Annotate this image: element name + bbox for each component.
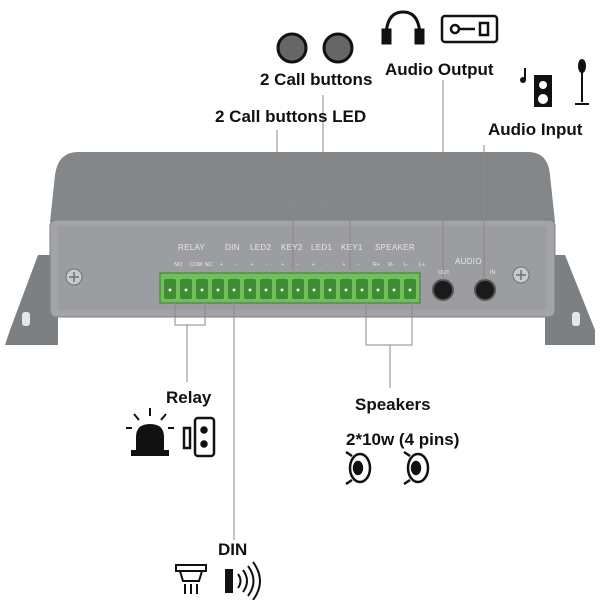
pin-label: -	[235, 262, 238, 268]
jack-label-out: OUT	[438, 270, 450, 276]
terminal-block	[159, 272, 421, 304]
leader-lines	[174, 80, 485, 540]
pin-label: L+	[418, 262, 426, 268]
pin-label: +	[311, 262, 315, 268]
left-mounting-flange	[5, 255, 58, 345]
microphone-icon	[575, 59, 589, 105]
pin-label: -	[265, 262, 268, 268]
pin-label: -	[327, 262, 329, 268]
speaker-icon	[403, 450, 430, 486]
call-button-icon	[322, 32, 354, 64]
panel-label-key2: KEY2	[281, 243, 303, 252]
door-contact-icon	[182, 416, 216, 458]
pin-label: +	[250, 262, 254, 268]
motion-sensor-icon	[225, 561, 261, 600]
audio-in-jack	[474, 279, 496, 301]
pin-label: L-	[403, 262, 409, 268]
pin-label: COM	[189, 262, 203, 268]
panel-label-led1: LED1	[311, 243, 333, 252]
panel-label-led2: LED2	[250, 243, 272, 252]
smoke-detector-icon	[175, 564, 207, 594]
panel-label-relay: RELAY	[178, 243, 206, 252]
pin-label: R+	[372, 262, 381, 268]
speakers-label: Speakers	[355, 395, 431, 414]
relay-label: Relay	[166, 388, 212, 407]
pin-label: +	[281, 262, 285, 268]
speaker-box-icon	[520, 68, 552, 107]
device-top	[50, 152, 555, 222]
call-buttons-led-label: 2 Call buttons LED	[215, 107, 367, 126]
pin-label: +	[342, 262, 346, 268]
panel-label-din: DIN	[225, 243, 240, 252]
pin-label: NO	[174, 262, 183, 268]
pin-label: -	[357, 262, 360, 268]
call-button-icon	[276, 32, 308, 64]
headphones-icon	[381, 10, 425, 45]
speaker-icon	[345, 450, 372, 486]
jack-label-in: IN	[490, 270, 496, 276]
panel-label-speaker: SPEAKER	[375, 243, 415, 252]
speaker-spec-label: 2*10w (4 pins)	[346, 430, 460, 449]
alarm-light-icon	[126, 408, 174, 456]
panel-label-key1: KEY1	[341, 243, 363, 252]
call-buttons-label: 2 Call buttons	[260, 70, 373, 89]
right-mounting-flange	[545, 255, 595, 345]
pin-label: -	[296, 262, 299, 268]
amplifier-icon	[440, 14, 499, 44]
audio-input-label: Audio Input	[488, 120, 583, 139]
panel-label-audio: AUDIO	[455, 257, 482, 266]
pin-label: NC	[204, 262, 213, 268]
din-label: DIN	[218, 540, 248, 559]
pin-label: R-	[388, 262, 394, 268]
audio-output-label: Audio Output	[385, 60, 494, 79]
pin-label: +	[219, 262, 224, 268]
audio-out-jack	[432, 279, 454, 301]
